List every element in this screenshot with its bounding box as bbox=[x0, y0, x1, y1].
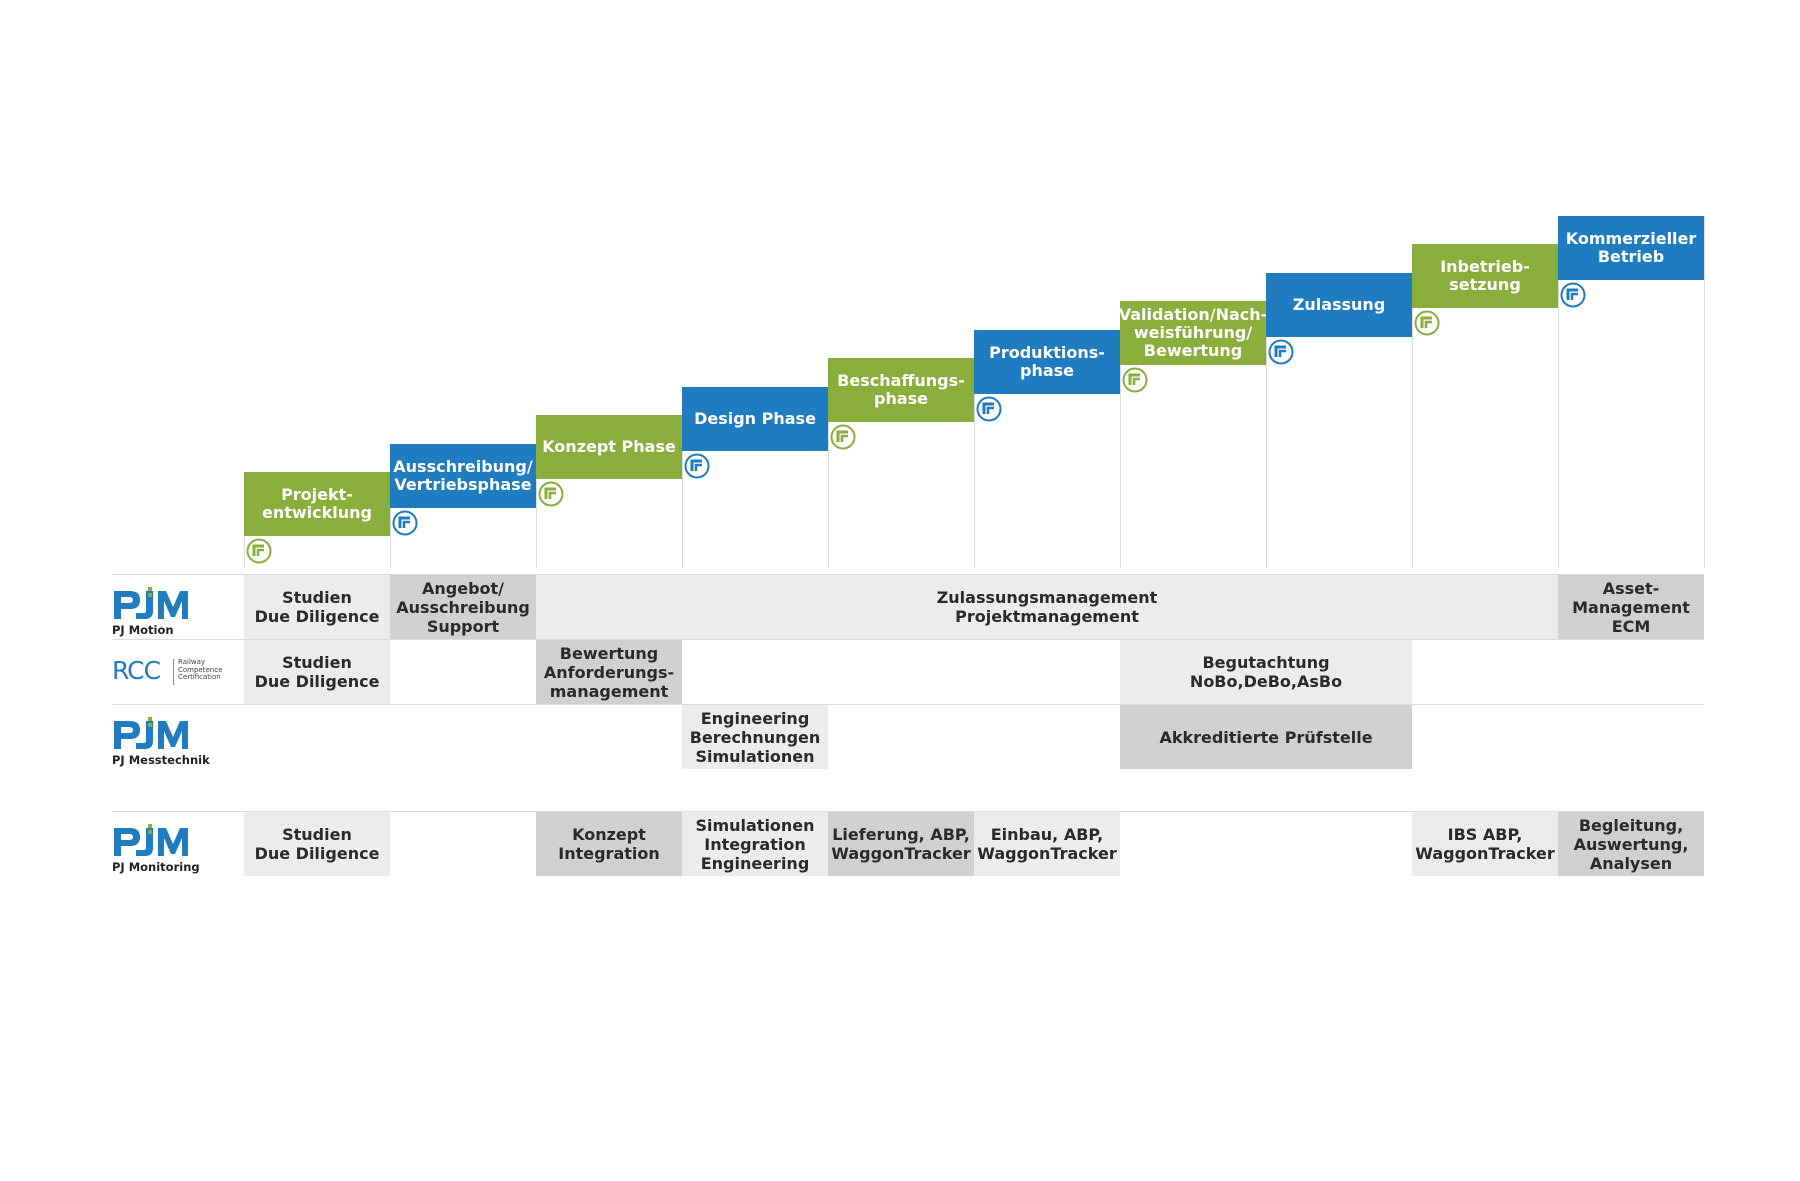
phase-box-10[interactable]: Kommerzieller Betrieb bbox=[1558, 215, 1704, 280]
arrow-up-right-circle-icon[interactable] bbox=[1560, 282, 1586, 308]
arrow-up-right-circle-icon[interactable] bbox=[1414, 310, 1440, 336]
phase-box-5[interactable]: Beschaffungs- phase bbox=[828, 358, 974, 422]
grid-line-vertical bbox=[1558, 215, 1559, 568]
arrow-up-right-circle-icon[interactable] bbox=[684, 453, 710, 479]
row-separator bbox=[112, 811, 1704, 812]
service-cell: Zulassungsmanagement Projektmanagement bbox=[536, 575, 1558, 639]
pjm-logo-mark bbox=[114, 824, 188, 856]
pjm-logo: PJ Messtechnik bbox=[112, 707, 237, 767]
arrow-up-right-circle-icon[interactable] bbox=[538, 481, 564, 507]
arrow-up-right-circle-icon[interactable] bbox=[1122, 367, 1148, 393]
phase-box-3[interactable]: Konzept Phase bbox=[536, 415, 682, 479]
grid-line-vertical bbox=[682, 386, 683, 568]
service-cell: Studien Due Diligence bbox=[244, 812, 390, 876]
row-separator bbox=[112, 574, 1704, 575]
phase-box-1[interactable]: Projekt- entwicklung bbox=[244, 472, 390, 536]
rcc-logo-subtitle: Railway Competence Certification bbox=[178, 658, 223, 681]
service-cell: Studien Due Diligence bbox=[244, 640, 390, 704]
grid-line-vertical bbox=[974, 329, 975, 568]
service-cell: Akkreditierte Prüfstelle bbox=[1120, 705, 1412, 769]
service-cell: Begleitung, Auswertung, Analysen bbox=[1558, 812, 1704, 876]
grid-line-vertical bbox=[828, 358, 829, 568]
arrow-up-right-circle-icon[interactable] bbox=[392, 510, 418, 536]
phase-box-8[interactable]: Zulassung bbox=[1266, 272, 1412, 337]
arrow-up-right-circle-icon[interactable] bbox=[246, 538, 272, 564]
arrow-up-right-circle-icon[interactable] bbox=[976, 396, 1002, 422]
service-cell: Engineering Berechnungen Simulationen bbox=[682, 705, 828, 769]
logo-divider bbox=[173, 659, 174, 685]
logo-caption: PJ Monitoring bbox=[112, 860, 200, 874]
pjm-logo-mark bbox=[114, 587, 188, 619]
service-cell: Studien Due Diligence bbox=[244, 575, 390, 639]
service-cell: Angebot/ Ausschreibung Support bbox=[390, 575, 536, 639]
pjm-logo-mark bbox=[114, 717, 188, 749]
arrow-up-right-circle-icon[interactable] bbox=[830, 424, 856, 450]
service-cell: Bewertung Anforderungs- management bbox=[536, 640, 682, 704]
phase-box-2[interactable]: Ausschreibung/ Vertriebsphase bbox=[390, 443, 536, 508]
phase-box-7[interactable]: Validation/Nach- weisführung/ Bewertung bbox=[1119, 301, 1267, 365]
rcc-logo-name: RCC bbox=[112, 656, 161, 685]
phase-box-4[interactable]: Design Phase bbox=[682, 386, 828, 451]
grid-line-vertical bbox=[536, 415, 537, 568]
service-cell: Asset- Management ECM bbox=[1558, 575, 1704, 639]
grid-line-vertical bbox=[1120, 301, 1121, 568]
logo-caption: PJ Messtechnik bbox=[112, 753, 210, 767]
grid-line-vertical bbox=[1266, 272, 1267, 568]
service-cell: Begutachtung NoBo,DeBo,AsBo bbox=[1120, 640, 1412, 704]
phase-box-9[interactable]: Inbetrieb- setzung bbox=[1412, 244, 1558, 308]
service-cell: Einbau, ABP, WaggonTracker bbox=[974, 812, 1120, 876]
pjm-logo: PJ Motion bbox=[112, 577, 237, 637]
grid-line-vertical bbox=[1412, 244, 1413, 568]
service-cell: IBS ABP, WaggonTracker bbox=[1412, 812, 1558, 876]
row-separator bbox=[112, 639, 1704, 640]
service-cell: Simulationen Integration Engineering bbox=[682, 812, 828, 876]
phase-box-6[interactable]: Produktions- phase bbox=[974, 329, 1120, 394]
grid-line-vertical bbox=[1704, 215, 1705, 568]
arrow-up-right-circle-icon[interactable] bbox=[1268, 339, 1294, 365]
rcc-logo: RCC Railway Competence Certification bbox=[112, 642, 237, 702]
pjm-logo: PJ Monitoring bbox=[112, 814, 237, 874]
service-cell: Konzept Integration bbox=[536, 812, 682, 876]
row-separator bbox=[112, 704, 1704, 705]
logo-caption: PJ Motion bbox=[112, 623, 174, 637]
service-cell: Lieferung, ABP, WaggonTracker bbox=[828, 812, 974, 876]
